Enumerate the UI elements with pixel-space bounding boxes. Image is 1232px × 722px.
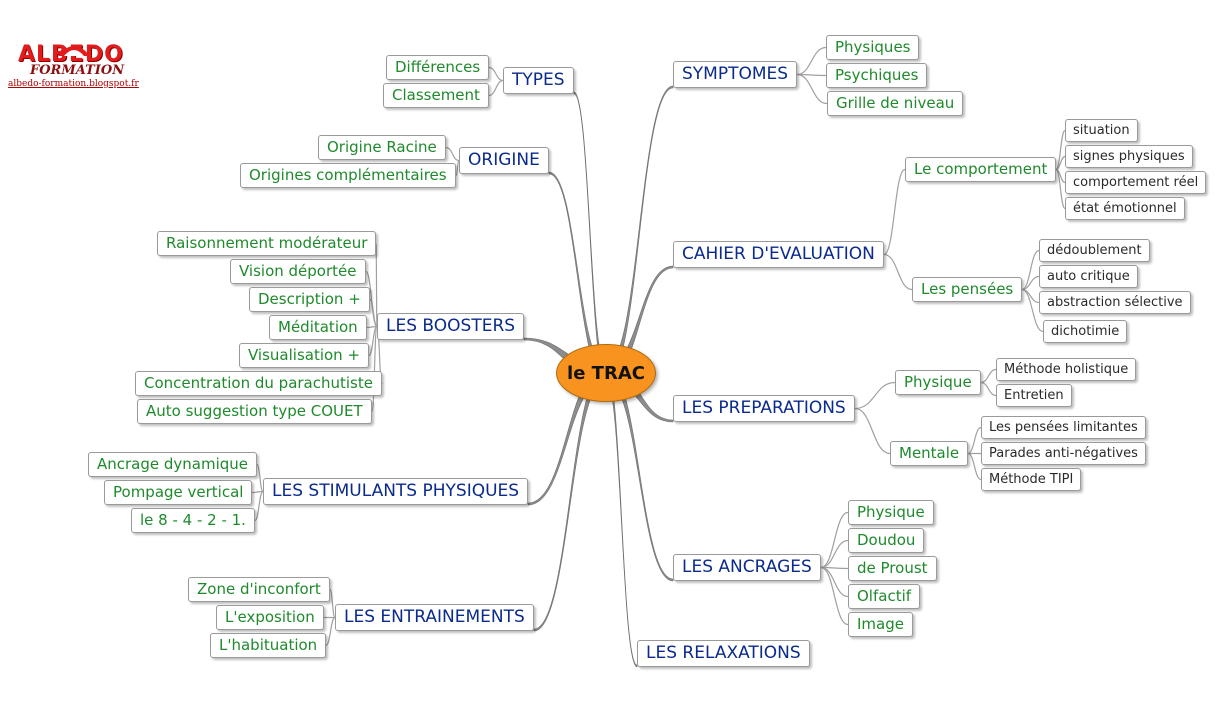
branch-relaxations[interactable]: LES RELAXATIONS — [637, 640, 810, 667]
branch-origine[interactable]: ORIGINE — [459, 147, 549, 174]
leaf-olfactif[interactable]: Olfactif — [848, 584, 921, 609]
leaf-pensees-limitantes[interactable]: Les pensées limitantes — [981, 416, 1146, 439]
leaf-dichotimie[interactable]: dichotimie — [1043, 320, 1128, 343]
leaf-raisonnement[interactable]: Raisonnement modérateur — [157, 231, 377, 256]
link-leaf-situation — [1055, 129, 1066, 171]
link-leaf-doudou — [820, 539, 849, 569]
link-leaf-zone-inconfort — [329, 588, 336, 619]
leaf-visualisation[interactable]: Visualisation + — [239, 343, 370, 368]
leaf-grille-niveau[interactable]: Grille de niveau — [827, 91, 964, 116]
ribbon-branch-origine — [548, 171, 607, 381]
leaf-origine-racine[interactable]: Origine Racine — [318, 135, 446, 160]
branch-entrainements[interactable]: LES ENTRAINEMENTS — [335, 604, 534, 631]
link-leaf-grille-niveau — [796, 73, 828, 105]
link-leaf-abstraction-selective — [1021, 288, 1040, 304]
leaf-concentration[interactable]: Concentration du parachutiste — [135, 371, 382, 396]
link-leaf-habituation — [325, 616, 336, 647]
link-node-physique-prep — [854, 381, 896, 410]
branch-types[interactable]: TYPES — [503, 67, 574, 94]
link-leaf-image — [820, 566, 849, 626]
leaf-dedoublement[interactable]: dédoublement — [1039, 239, 1150, 262]
ribbon-branch-symptomes — [605, 85, 674, 381]
ribbon-branch-stimulants — [527, 365, 607, 506]
ribbon-branch-relaxations — [605, 365, 638, 668]
leaf-situation[interactable]: situation — [1065, 119, 1138, 142]
link-leaf-classement — [488, 79, 504, 97]
link-node-les-pensees — [883, 253, 913, 291]
ribbon-branch-ancrages — [605, 365, 674, 582]
leaf-vision-deportee[interactable]: Vision déportée — [230, 259, 366, 284]
link-leaf-raisonnement — [375, 242, 378, 328]
leaf-methode-tipi[interactable]: Méthode TIPI — [981, 468, 1082, 491]
link-leaf-dichotimie — [1021, 288, 1044, 333]
leaf-description[interactable]: Description + — [249, 287, 370, 312]
leaf-methode-holistique[interactable]: Méthode holistique — [996, 358, 1137, 381]
leaf-zone-inconfort[interactable]: Zone d'inconfort — [188, 577, 330, 602]
branch-boosters[interactable]: LES BOOSTERS — [377, 313, 525, 340]
link-node-mentale — [854, 407, 891, 455]
leaf-comportement-reel[interactable]: comportement réel — [1065, 171, 1207, 194]
branch-preparations[interactable]: LES PREPARATIONS — [673, 395, 855, 422]
leaf-classement[interactable]: Classement — [383, 83, 489, 108]
link-node-le-comportement — [883, 168, 906, 256]
link-leaf-origines-complementaires — [455, 159, 460, 177]
link-leaf-ancrage-dynamique — [256, 463, 264, 493]
link-leaf-pompage-vertical — [251, 490, 264, 494]
link-leaf-differences — [488, 66, 504, 82]
node-mentale[interactable]: Mentale — [890, 441, 969, 466]
leaf-de-proust[interactable]: de Proust — [848, 556, 937, 581]
link-leaf-origine-racine — [445, 146, 460, 162]
logo-mark-icon — [58, 46, 90, 56]
leaf-parades-anti-negatives[interactable]: Parades anti-négatives — [981, 442, 1146, 465]
link-leaf-physique-ancrage — [820, 511, 849, 569]
link-leaf-pensees-limitantes — [967, 426, 982, 455]
leaf-meditation[interactable]: Méditation — [269, 315, 367, 340]
leaf-pompage-vertical[interactable]: Pompage vertical — [104, 480, 253, 505]
node-les-pensees[interactable]: Les pensées — [912, 277, 1023, 302]
node-le-comportement[interactable]: Le comportement — [905, 157, 1057, 182]
leaf-signes-physiques[interactable]: signes physiques — [1065, 145, 1193, 168]
link-leaf-meditation — [366, 325, 378, 329]
leaf-etat-emotionnel[interactable]: état émotionnel — [1065, 197, 1185, 220]
branch-ancrages[interactable]: LES ANCRAGES — [673, 554, 821, 581]
branch-cahier-evaluation[interactable]: CAHIER D'EVALUATION — [673, 241, 884, 268]
leaf-exposition[interactable]: L'exposition — [216, 605, 324, 630]
branch-symptomes[interactable]: SYMPTOMES — [673, 61, 798, 88]
link-leaf-etat-emotionnel — [1055, 168, 1066, 210]
ribbon-branch-entrainements — [533, 365, 607, 632]
link-leaf-signes-physiques — [1055, 155, 1066, 171]
link-leaf-entretien — [980, 381, 997, 397]
link-leaf-methode-tipi — [967, 452, 982, 481]
leaf-8-4-2-1[interactable]: le 8 - 4 - 2 - 1. — [131, 508, 255, 533]
albedo-logo: ALBEDO FORMATION albedo-formation.blogsp… — [8, 42, 143, 89]
link-leaf-methode-holistique — [980, 368, 997, 384]
link-leaf-physiques — [796, 46, 827, 76]
link-leaf-visualisation — [368, 325, 378, 357]
link-leaf-olfactif — [820, 566, 849, 598]
leaf-physiques[interactable]: Physiques — [826, 35, 920, 60]
central-topic[interactable]: le TRAC — [556, 344, 656, 402]
branch-stimulants[interactable]: LES STIMULANTS PHYSIQUES — [263, 478, 529, 505]
leaf-auto-critique[interactable]: auto critique — [1039, 265, 1138, 288]
leaf-physique-ancrage[interactable]: Physique — [848, 500, 934, 525]
link-leaf-8-4-2-1 — [254, 490, 264, 522]
leaf-differences[interactable]: Différences — [386, 55, 490, 80]
leaf-auto-suggestion[interactable]: Auto suggestion type COUET — [137, 399, 372, 424]
leaf-entretien[interactable]: Entretien — [996, 384, 1072, 407]
leaf-ancrage-dynamique[interactable]: Ancrage dynamique — [88, 452, 258, 477]
leaf-abstraction-selective[interactable]: abstraction sélective — [1039, 291, 1191, 314]
link-leaf-auto-critique — [1021, 275, 1040, 291]
leaf-doudou[interactable]: Doudou — [848, 528, 925, 553]
logo-subtitle: FORMATION — [30, 63, 125, 78]
logo-url[interactable]: albedo-formation.blogspot.fr — [8, 79, 139, 89]
leaf-habituation[interactable]: L'habituation — [210, 633, 327, 658]
ribbon-branch-types — [573, 91, 607, 381]
leaf-psychiques[interactable]: Psychiques — [826, 63, 928, 88]
node-physique-prep[interactable]: Physique — [895, 370, 981, 395]
leaf-image[interactable]: Image — [848, 612, 913, 637]
link-leaf-auto-suggestion — [371, 325, 378, 413]
leaf-origines-complementaires[interactable]: Origines complémentaires — [240, 163, 456, 188]
link-leaf-dedoublement — [1021, 249, 1040, 291]
link-leaf-description — [369, 298, 378, 328]
